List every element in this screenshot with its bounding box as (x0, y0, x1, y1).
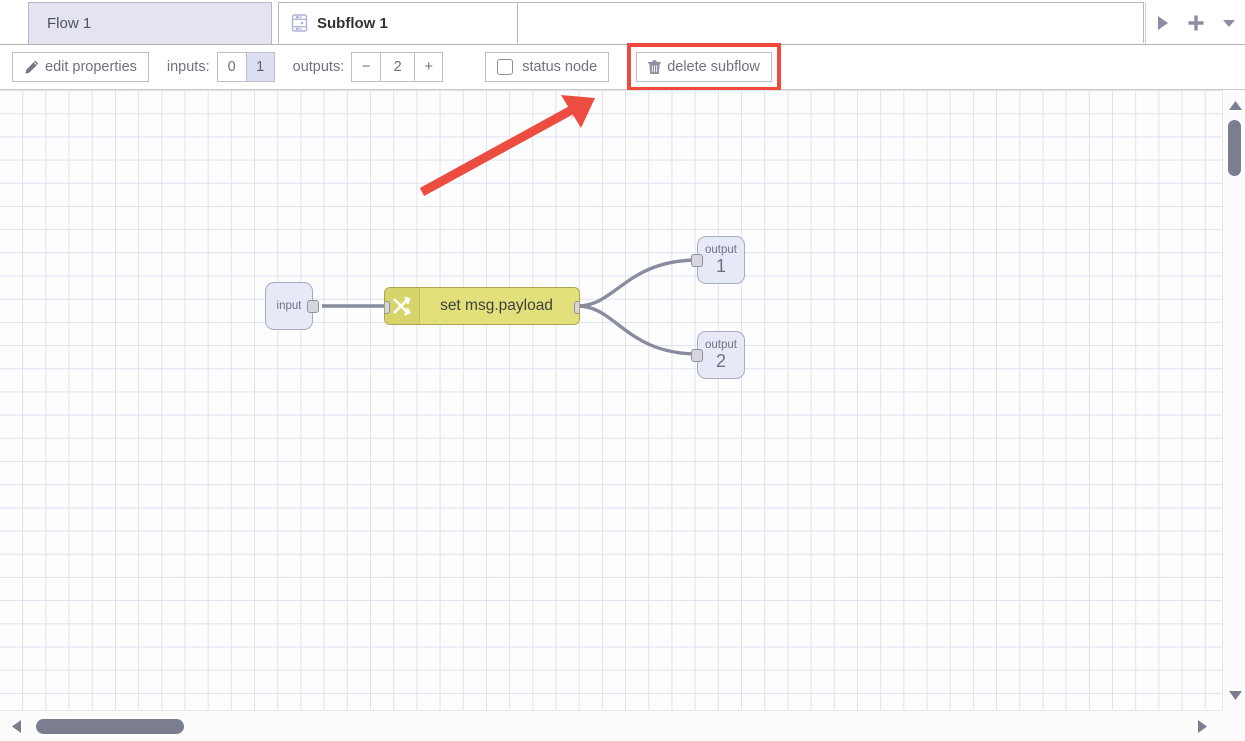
tab-subflow-1[interactable]: Subflow 1 (278, 2, 518, 44)
outputs-stepper[interactable]: − 2 + (351, 52, 444, 82)
scrollbar-corner (1222, 710, 1245, 741)
horizontal-scroll-thumb[interactable] (36, 719, 184, 734)
outputs-label: outputs: (292, 59, 345, 75)
change-node-label: set msg.payload (440, 297, 553, 314)
change-node-output-port[interactable] (574, 301, 579, 314)
output-node-2-input-port[interactable] (691, 349, 703, 362)
status-node-label: status node (522, 59, 598, 75)
vertical-scrollbar[interactable] (1222, 90, 1245, 710)
subflow-output-node-2[interactable]: output 2 (691, 331, 745, 379)
tab-flow-1[interactable]: Flow 1 (28, 2, 272, 44)
play-icon[interactable] (1150, 10, 1176, 36)
scroll-left-arrow-icon[interactable] (6, 716, 26, 736)
flow-canvas[interactable]: input set msg.payload output 1 (0, 90, 1222, 710)
subflow-input-node[interactable]: input (265, 282, 319, 330)
scroll-right-arrow-icon[interactable] (1192, 716, 1212, 736)
output-node-2-number: 2 (715, 351, 726, 371)
subflow-toolbar: edit properties inputs: 0 1 outputs: − 2… (0, 43, 1245, 91)
edit-properties-button[interactable]: edit properties (12, 52, 149, 82)
inputs-toggle-group[interactable]: 0 1 (216, 52, 275, 82)
output-node-1-label: output (705, 244, 737, 256)
outputs-increment-button[interactable]: + (414, 53, 443, 81)
delete-subflow-button[interactable]: delete subflow (636, 52, 772, 82)
inputs-option-0[interactable]: 0 (217, 53, 246, 81)
flow-tab-bar: Flow 1 Subflow 1 (0, 0, 1245, 45)
delete-subflow-label: delete subflow (667, 59, 760, 75)
tab-flow-1-label: Flow 1 (47, 15, 92, 32)
tab-bar-filler (518, 2, 1144, 43)
subflow-output-node-1[interactable]: output 1 (691, 236, 745, 284)
tab-bar-actions (1145, 2, 1245, 44)
checkbox-box-icon (497, 59, 514, 75)
outputs-value: 2 (380, 53, 415, 81)
vertical-scroll-thumb[interactable] (1228, 120, 1241, 176)
chevron-down-icon[interactable] (1216, 10, 1242, 36)
output-node-1-input-port[interactable] (691, 254, 703, 267)
subflow-icon (291, 14, 308, 32)
status-node-checkbox[interactable]: status node (485, 52, 610, 82)
shuffle-icon (385, 288, 420, 324)
inputs-label: inputs: (166, 59, 210, 75)
pencil-icon (25, 60, 38, 73)
inputs-option-1[interactable]: 1 (245, 53, 274, 81)
input-node-output-port[interactable] (307, 300, 319, 313)
add-flow-icon[interactable] (1183, 10, 1209, 36)
scroll-up-arrow-icon[interactable] (1225, 95, 1245, 115)
wire-layer (321, 258, 699, 356)
input-node-label: input (276, 299, 302, 312)
horizontal-scrollbar[interactable] (0, 710, 1222, 741)
change-node[interactable]: set msg.payload (384, 287, 580, 325)
change-node-input-port[interactable] (385, 301, 390, 314)
trash-icon (648, 59, 662, 74)
tab-subflow-1-label: Subflow 1 (317, 14, 388, 32)
wire-change-to-output-1 (577, 258, 699, 308)
outputs-decrement-button[interactable]: − (352, 53, 381, 81)
wire-change-to-output-2 (577, 304, 699, 356)
edit-properties-label: edit properties (45, 59, 137, 75)
delete-subflow-wrapper: delete subflow (627, 43, 781, 91)
output-node-2-label: output (705, 339, 737, 351)
scroll-down-arrow-icon[interactable] (1225, 685, 1245, 705)
output-node-1-number: 1 (715, 256, 726, 276)
